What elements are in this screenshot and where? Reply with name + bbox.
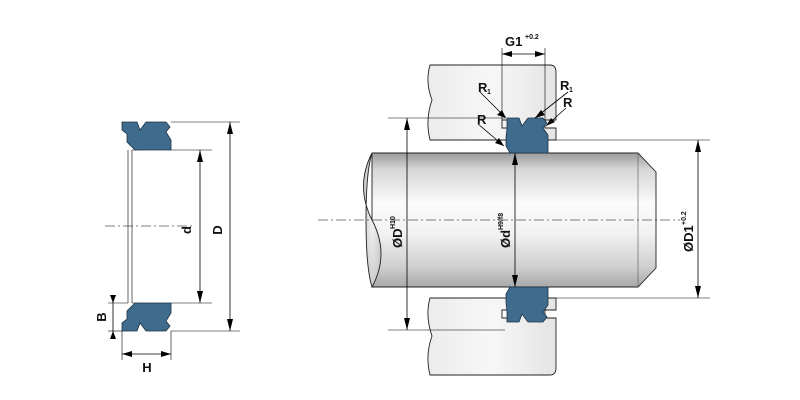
shaft-break-end [363,152,382,289]
label-R1-top: R [478,80,488,95]
seal-profile-installed-bottom [505,286,549,323]
leader-R-right [545,107,567,127]
dimension-phi-D [404,118,410,330]
dimension-D [227,122,233,331]
leader-R1-top [479,91,507,119]
label-B: B [94,312,109,321]
label-group-phi-D1: ØD1 +0.2 [681,211,696,252]
label-R1-right: R [560,78,570,93]
label-R-right: R [563,95,573,110]
label-phi-D: ØD [390,229,405,249]
label-phi-D1-tolerance: +0.2 [681,211,688,225]
seal-profile-installed-top [505,117,549,154]
right-installation-view: G1 +0.2 R 1 R 1 R R ØD H10 Ød H9/f8 ØD1 … [318,34,710,376]
label-d: d [179,226,194,234]
label-R-left: R [477,112,487,127]
label-phi-d: Ød [498,230,513,248]
label-phi-D-tolerance: H10 [390,216,397,229]
leader-R-left [477,123,505,147]
label-group-phi-d: Ød H9/f8 [498,213,513,248]
label-group-phi-D: ØD H10 [390,216,405,248]
seal-profile-top [121,121,172,151]
label-G1-tolerance: +0.2 [525,34,539,41]
left-seal-view: d D B H [94,121,240,375]
dimension-phi-D1 [695,140,701,298]
dimension-G1 [502,51,545,57]
dimension-H [122,351,171,357]
dimension-d [197,150,203,303]
label-G1: G1 [505,34,522,49]
label-R1-right-sub: 1 [569,87,573,94]
leader-R1-right [534,91,569,119]
label-phi-d-tolerance: H9/f8 [498,213,505,230]
dimension-phi-d [512,153,518,287]
label-H: H [142,360,151,375]
label-D: D [210,225,225,234]
seal-profile-bottom [121,302,172,332]
label-phi-D1: ØD1 [681,225,696,252]
dimension-B [110,295,116,339]
label-R1-top-sub: 1 [487,89,491,96]
